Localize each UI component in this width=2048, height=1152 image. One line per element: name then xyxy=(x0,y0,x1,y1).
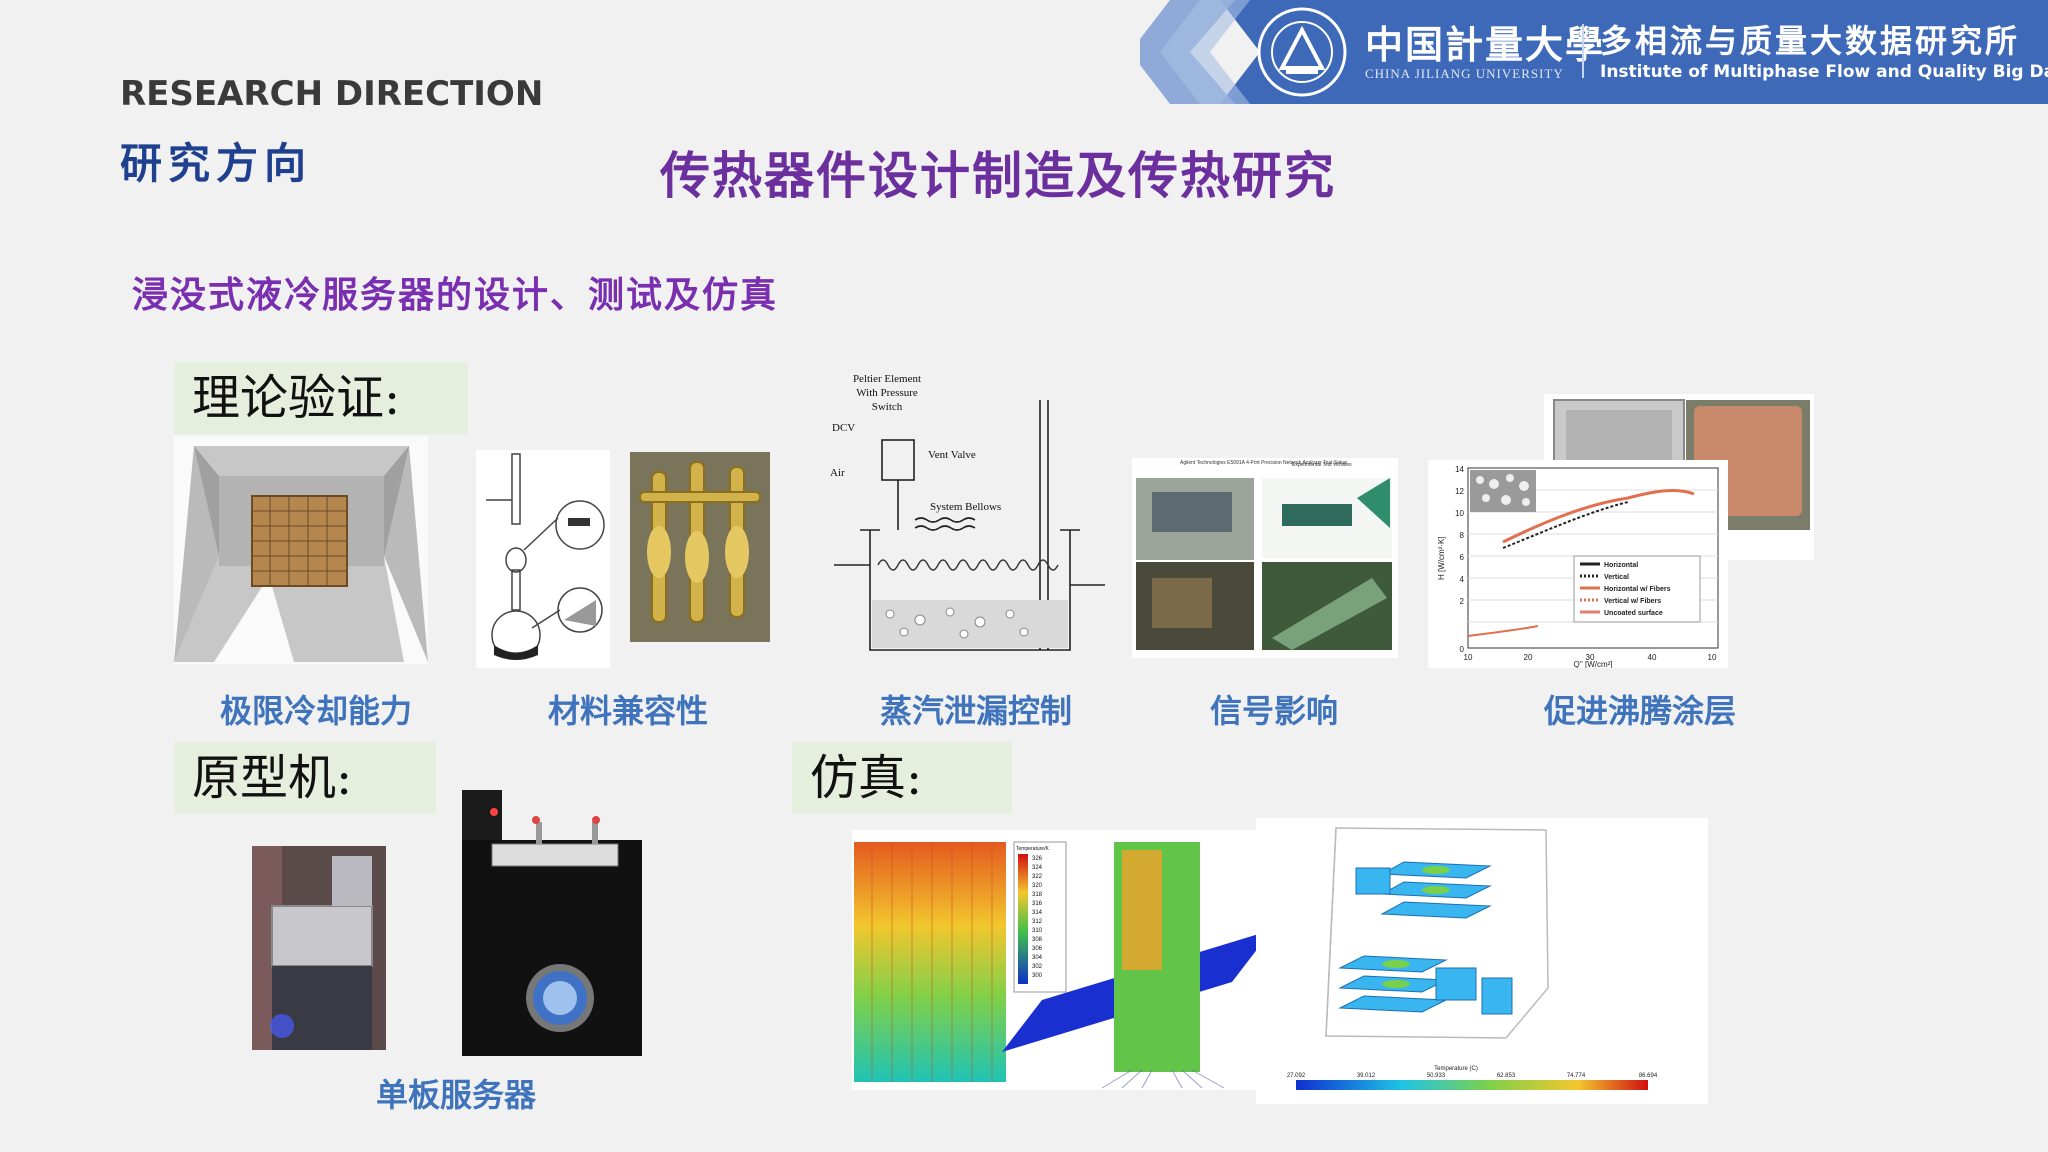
ytick-6: 2 xyxy=(1460,597,1465,606)
page-subtitle: 浸没式液冷服务器的设计、测试及仿真 xyxy=(132,275,779,316)
sim-colorbar-5: 86.694 xyxy=(1639,1073,1658,1079)
sim-legend-312: 312 xyxy=(1032,919,1043,925)
sim-legend-title: Temperature/K xyxy=(1016,846,1049,852)
simulation-thermal-figure: Temperature (C) 27.092 39.012 50.933 62.… xyxy=(1256,818,1708,1104)
sim-legend-304: 304 xyxy=(1032,955,1043,961)
vapor-leak-diagram: Peltier Element With Pressure Switch DCV… xyxy=(820,370,1110,660)
page-title: 传热器件设计制造及传热研究 xyxy=(660,147,1336,205)
material-photo xyxy=(630,452,770,642)
caption-single-board: 单板服务器 xyxy=(375,1076,536,1114)
sim-legend-308: 308 xyxy=(1032,937,1043,943)
ytick-3: 8 xyxy=(1460,531,1465,540)
section-label-en: RESEARCH DIRECTION xyxy=(120,74,544,114)
theory-label: 理论验证: xyxy=(174,362,468,434)
university-name-cn: 中国計量大學 xyxy=(1365,22,1606,67)
caption-signal: 信号影响 xyxy=(1209,692,1338,730)
label-peltier: Peltier Element xyxy=(853,373,921,385)
sim-legend-318: 318 xyxy=(1032,892,1043,898)
sim-legend-322: 322 xyxy=(1032,874,1043,880)
sim-legend-324: 324 xyxy=(1032,865,1043,871)
sim-legend-310: 310 xyxy=(1032,928,1043,934)
label-vent-valve: Vent Valve xyxy=(928,449,976,461)
sim-colorbar-title: Temperature (C) xyxy=(1434,1066,1478,1072)
legend-horizontal: Horizontal xyxy=(1604,562,1638,569)
y-axis-label: H [W/cm²·K] xyxy=(1437,536,1446,580)
header-banner xyxy=(1140,0,2048,104)
university-logo xyxy=(1257,7,1347,97)
institute-name-en: Institute of Multiphase Flow and Quality… xyxy=(1600,62,2048,82)
signal-right-caption: Experimental Test Vehicles xyxy=(1292,462,1352,468)
sim-legend-314: 314 xyxy=(1032,910,1043,916)
caption-material: 材料兼容性 xyxy=(547,692,708,730)
banner-divider xyxy=(1582,24,1584,78)
ytick-0: 14 xyxy=(1455,465,1464,474)
xtick-3: 40 xyxy=(1648,653,1657,662)
sim-colorbar-4: 74.774 xyxy=(1567,1073,1586,1079)
material-apparatus-drawing xyxy=(476,450,610,668)
label-dcv: DCV xyxy=(832,422,855,434)
sim-colorbar-3: 62.853 xyxy=(1497,1073,1516,1079)
section-label-cn: 研究方向 xyxy=(120,139,313,188)
caption-coating: 促进沸腾涂层 xyxy=(1543,692,1736,730)
ytick-2: 10 xyxy=(1455,509,1464,518)
ytick-1: 12 xyxy=(1455,487,1464,496)
prototype-photo-2 xyxy=(460,786,644,1056)
sim-legend-326: 326 xyxy=(1032,856,1043,862)
sim-legend-316: 316 xyxy=(1032,901,1043,907)
caption-limit-cooling: 极限冷却能力 xyxy=(219,692,412,730)
label-pressure: With Pressure xyxy=(856,387,918,399)
signal-left-caption: Agilent Technologies E5091A 4-Port Preci… xyxy=(1180,460,1347,466)
limit-cooling-figure xyxy=(174,436,428,664)
ytick-5: 4 xyxy=(1460,575,1465,584)
simulation-label: 仿真: xyxy=(792,742,1012,814)
sim-colorbar-2: 50.933 xyxy=(1427,1073,1446,1079)
xtick-0: 10 xyxy=(1464,653,1473,662)
label-air: Air xyxy=(830,467,845,479)
label-switch: Switch xyxy=(872,401,903,413)
sim-legend-302: 302 xyxy=(1032,964,1043,970)
legend-vertical: Vertical xyxy=(1604,574,1629,581)
xtick-4: 10 xyxy=(1708,653,1717,662)
x-axis-label: Q'' [W/cm²] xyxy=(1573,660,1612,668)
simulation-flow-figure: Temperature/K 326 324 322 320 318 316 31… xyxy=(852,830,1284,1090)
sim-colorbar-1: 39.012 xyxy=(1357,1073,1376,1079)
ytick-4: 6 xyxy=(1460,553,1465,562)
prototype-photo-1 xyxy=(252,846,386,1050)
institute-name-cn: 多相流与质量大数据研究所 xyxy=(1600,22,2021,60)
sim-legend-320: 320 xyxy=(1032,883,1043,889)
legend-uncoated: Uncoated surface xyxy=(1604,610,1663,617)
boiling-coating-chart: 14 12 10 8 6 4 2 0 10 20 30 40 10 Q'' [W… xyxy=(1428,460,1728,668)
signal-test-photos: Agilent Technologies E5091A 4-Port Preci… xyxy=(1132,458,1398,658)
xtick-2: 30 xyxy=(1586,653,1595,662)
prototype-label: 原型机: xyxy=(174,742,436,814)
xtick-1: 20 xyxy=(1524,653,1533,662)
label-system-bellows: System Bellows xyxy=(930,501,1001,513)
legend-vertical-fibers: Vertical w/ Fibers xyxy=(1604,598,1661,605)
sim-legend-300: 300 xyxy=(1032,973,1043,979)
university-name-en: CHINA JILIANG UNIVERSITY xyxy=(1365,66,1564,81)
sim-legend-306: 306 xyxy=(1032,946,1043,952)
sim-colorbar-0: 27.092 xyxy=(1287,1073,1306,1079)
legend-horizontal-fibers: Horizontal w/ Fibers xyxy=(1604,586,1671,593)
caption-vapor: 蒸汽泄漏控制 xyxy=(879,692,1072,730)
ytick-7: 0 xyxy=(1460,645,1465,654)
